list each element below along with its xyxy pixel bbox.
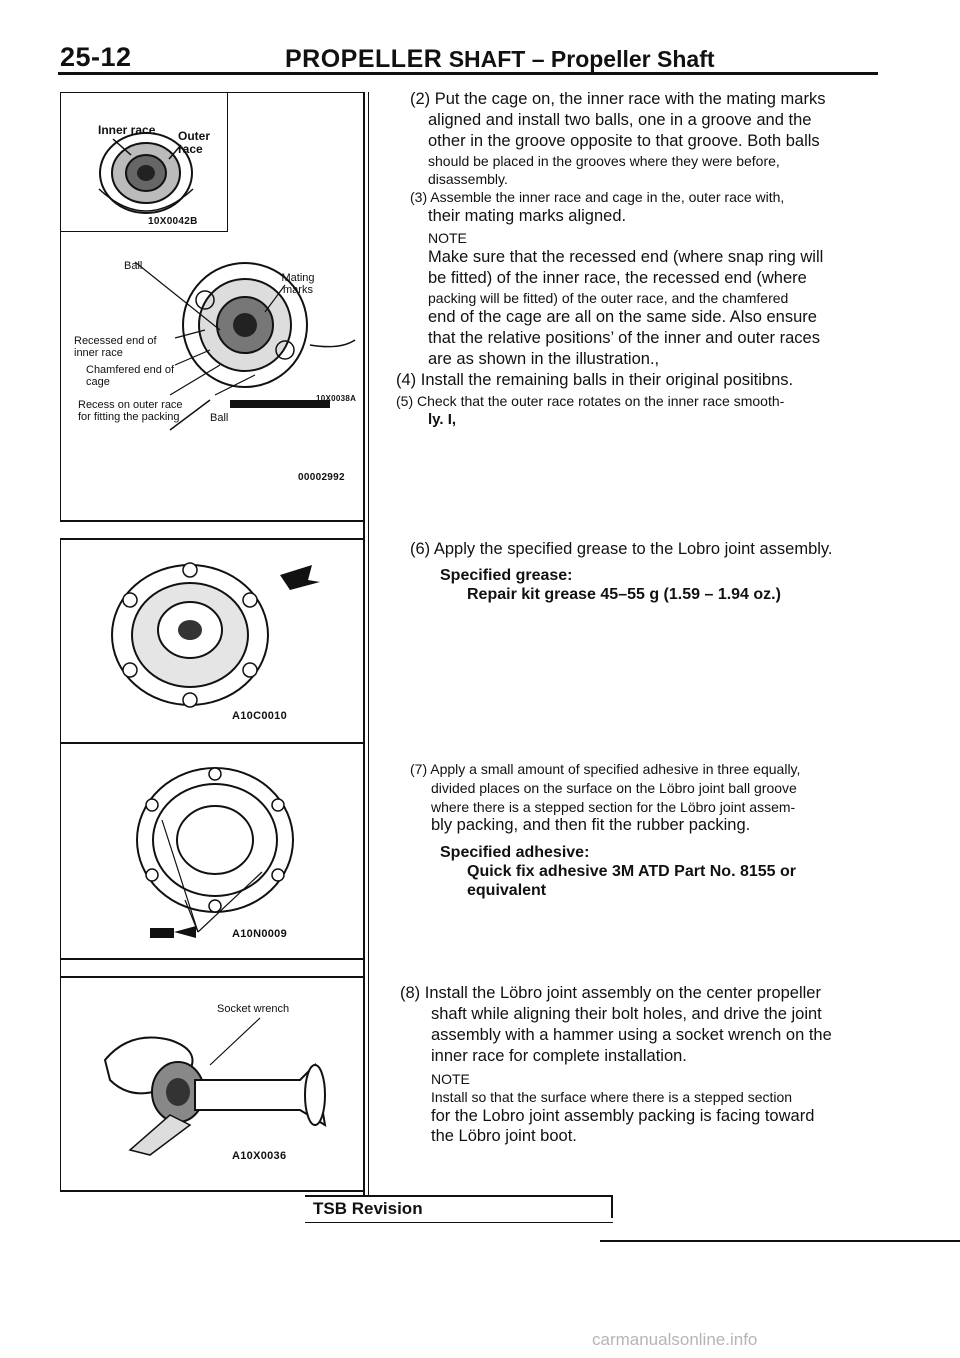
note-2-line-3: the Löbro joint boot.	[431, 1127, 577, 1145]
step-3-line-1: (3) Assemble the inner race and cage in …	[410, 189, 785, 205]
socket-wrench-drawing	[103, 1017, 327, 1156]
figure-1-inset-box	[61, 93, 228, 232]
lobro-joint-top-drawing	[111, 562, 320, 708]
fig1-code-bottom: 00002992	[298, 472, 345, 483]
fig2-code: A10C0010	[232, 710, 287, 722]
note-1-line-5: that the relative positions’ of the inne…	[428, 329, 820, 347]
note-1-line-1: Make sure that the recessed end (where s…	[428, 248, 824, 266]
page-title: PROPELLER SHAFT – Propeller Shaft	[285, 45, 715, 74]
label-inner-race: Inner race	[98, 123, 156, 137]
note-1-line-3: packing will be fitted) of the outer rac…	[428, 290, 789, 306]
column-divider	[363, 92, 365, 1197]
step-7-line-2: divided places on the surface on the Löb…	[431, 780, 797, 796]
tsb-revision-label: TSB Revision	[313, 1199, 423, 1218]
page-number: 25-12	[60, 42, 132, 72]
fig3-code: A10N0009	[232, 928, 287, 940]
note-1-line-4: end of the cage are all on the same side…	[428, 308, 817, 326]
label-ball-top: Ball	[124, 260, 143, 272]
step-2-line-3: other in the groove opposite to that gro…	[428, 132, 820, 150]
step-6-line-1: (6) Apply the specified grease to the Lo…	[410, 540, 833, 558]
note-2-line-2: for the Lobro joint assembly packing is …	[431, 1107, 815, 1125]
fig1-code-mid: 10X0038A	[316, 394, 357, 403]
figs-left-edge	[60, 540, 61, 1192]
label-ball-bottom: Ball	[210, 412, 229, 424]
step-8-line-2: shaft while aligning their bolt holes, a…	[431, 1005, 822, 1023]
label-chamfered-end: Chamfered end of cage	[86, 364, 175, 388]
fig2-top-rule	[60, 538, 365, 540]
step-8-line-4: inner race for complete installation.	[431, 1047, 687, 1065]
label-mating-marks: Mating marks	[281, 272, 315, 296]
note-1-label: NOTE	[428, 230, 467, 246]
step-7-spec-line-1: Quick fix adhesive 3M ATD Part No. 8155 …	[467, 863, 796, 880]
inner-outer-race-drawing	[98, 132, 194, 214]
fig3-bottom-rule	[60, 958, 365, 960]
step-3-line-2: their mating marks aligned.	[428, 207, 627, 225]
step-7-line-3: where there is a stepped section for the…	[431, 799, 796, 815]
step-7-spec-line-2: equivalent	[467, 882, 547, 899]
label-outer-race: Outer race	[178, 129, 211, 156]
label-recess-outer: Recess on outer race for fitting the pac…	[78, 399, 183, 423]
title-main: PROPELLER	[285, 45, 443, 73]
step-7-line-1: (7) Apply a small amount of specified ad…	[410, 761, 801, 777]
fig4-top-rule	[60, 976, 365, 978]
fig1-top-rule	[60, 92, 365, 93]
watermark: carmanualsonline.info	[592, 1330, 758, 1349]
step-2-line-2: aligned and install two balls, one in a …	[428, 111, 812, 129]
step-6-spec-label: Specified grease:	[440, 567, 573, 584]
tsb-revision-tick	[611, 1197, 613, 1218]
step-5-line-1: (5) Check that the outer race rotates on…	[396, 393, 785, 409]
step-5-line-2: ly. I,	[428, 411, 457, 428]
cage-assembly-drawing	[134, 261, 356, 431]
step-2-line-4: should be placed in the grooves where th…	[428, 153, 780, 169]
fig4-code: A10X0036	[232, 1150, 287, 1162]
step-4-line-1: (4) Install the remaining balls in their…	[396, 371, 794, 389]
step-7-spec-label: Specified adhesive:	[440, 844, 590, 861]
step-2-line-5: disassembly.	[428, 171, 508, 187]
title-rest: SHAFT – Propeller Shaft	[448, 46, 715, 72]
step-7-line-4: bly packing, and then fit the rubber pac…	[431, 816, 751, 834]
step-8-line-3: assembly with a hammer using a socket wr…	[431, 1026, 832, 1044]
tsb-revision-box	[305, 1195, 613, 1223]
note-1-line-2: be fitted) of the inner race, the recess…	[428, 269, 807, 287]
column-divider-inner	[368, 92, 369, 1197]
label-recessed-end: Recessed end of inner race	[74, 335, 157, 359]
fig2-bottom-rule	[60, 742, 365, 744]
header-rule	[58, 72, 878, 75]
fig1-bottom-rule	[60, 520, 365, 522]
fig4-bottom-rule	[60, 1190, 365, 1192]
step-2-line-1: (2) Put the cage on, the inner race with…	[410, 90, 826, 108]
note-2-line-1: Install so that the surface where there …	[431, 1089, 793, 1105]
fig1-code-small: 10X0042B	[148, 216, 198, 227]
step-6-spec-value: Repair kit grease 45–55 g (1.59 – 1.94 o…	[467, 586, 781, 603]
footer-rule	[600, 1240, 960, 1242]
note-2-label: NOTE	[431, 1071, 470, 1087]
fig1-left-edge	[60, 92, 61, 520]
note-1-line-6: are as shown in the illustration.,	[428, 350, 660, 368]
lobro-joint-surface-drawing	[136, 767, 294, 938]
label-socket-wrench: Socket wrench	[217, 1003, 290, 1015]
step-8-line-1: (8) Install the Löbro joint assembly on …	[400, 984, 821, 1002]
